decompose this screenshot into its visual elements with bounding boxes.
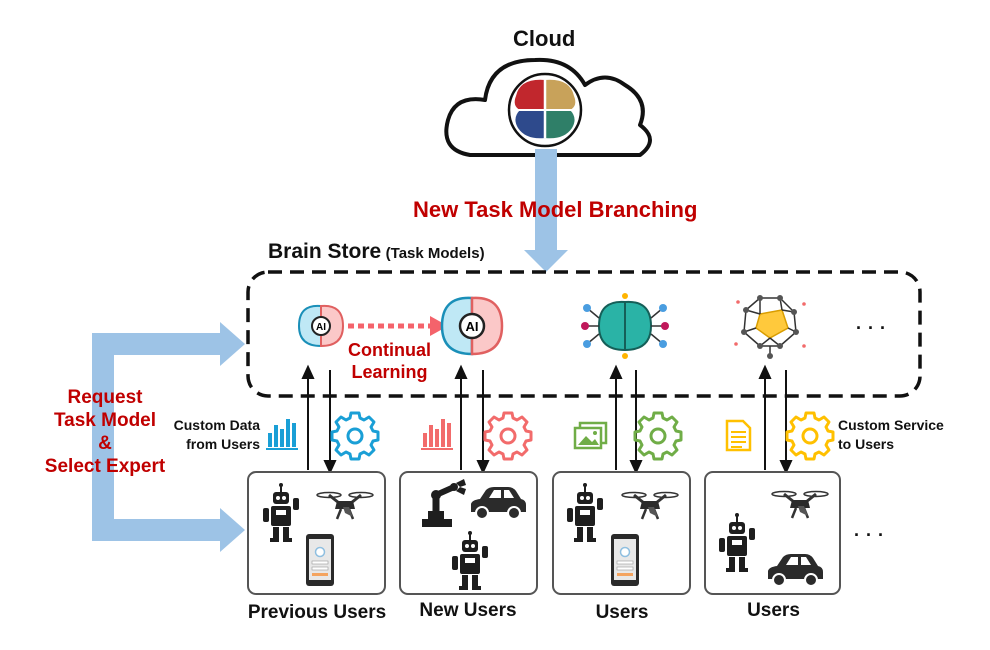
continual-learning-label: Continual Learning: [342, 339, 437, 383]
request-line1: Request: [67, 387, 143, 408]
custom-data-line2: from Users: [186, 436, 260, 452]
brain-store-box: [246, 270, 922, 398]
branching-arrow: [524, 149, 568, 272]
store-ellipsis: . . .: [856, 313, 887, 333]
svg-text:AI: AI: [466, 319, 479, 334]
gear-icon: [483, 411, 533, 461]
group-label-previous-users: Previous Users: [247, 602, 387, 623]
request-line4: Select Expert: [44, 456, 166, 477]
gear-icon: [785, 411, 835, 461]
branching-label: New Task Model Branching: [413, 197, 698, 222]
network-brain-icon: [734, 295, 806, 359]
network-brain-icon: [581, 293, 669, 359]
brain-store-title: Brain Store: [268, 240, 382, 263]
svg-text:AI: AI: [316, 322, 326, 333]
group-label-users-2: Users: [747, 600, 800, 621]
ai-brain-icon: AI: [297, 304, 345, 348]
gear-icon: [330, 411, 380, 461]
request-line2: Task Model: [53, 410, 157, 431]
request-line3: &: [98, 433, 112, 454]
phone-icon: [610, 533, 640, 587]
users-ellipsis: . . .: [854, 520, 885, 540]
group-label-new-users: New Users: [419, 600, 517, 621]
custom-service-line1: Custom Service: [838, 417, 944, 433]
brain-store-heading: Brain Store (Task Models): [268, 240, 485, 264]
custom-service-line2: to Users: [838, 436, 895, 452]
request-arrows: [92, 322, 245, 552]
bar-chart-icon: [266, 419, 298, 450]
document-icon: [725, 419, 752, 452]
exchange-arrows: [301, 364, 793, 475]
custom-data-line1: Custom Data: [173, 417, 260, 433]
ai-brain-icon: AI: [440, 296, 504, 356]
request-label: Request Task Model & Select Expert: [30, 386, 180, 478]
gear-icon: [633, 411, 683, 461]
continual-learning-line2: Learning: [351, 362, 428, 382]
brain-store-subtitle: (Task Models): [385, 245, 485, 262]
group-label-users-1: Users: [595, 602, 649, 623]
image-icon: [573, 421, 608, 450]
continual-learning-arrow: [348, 316, 448, 336]
bar-chart-icon: [421, 419, 453, 450]
custom-data-label: Custom Data from Users: [165, 416, 260, 454]
cloud-title: Cloud: [513, 26, 576, 51]
brain-icon: [507, 72, 583, 148]
phone-icon: [305, 533, 335, 587]
custom-service-label: Custom Service to Users: [838, 416, 944, 454]
continual-learning-line1: Continual: [348, 340, 431, 360]
